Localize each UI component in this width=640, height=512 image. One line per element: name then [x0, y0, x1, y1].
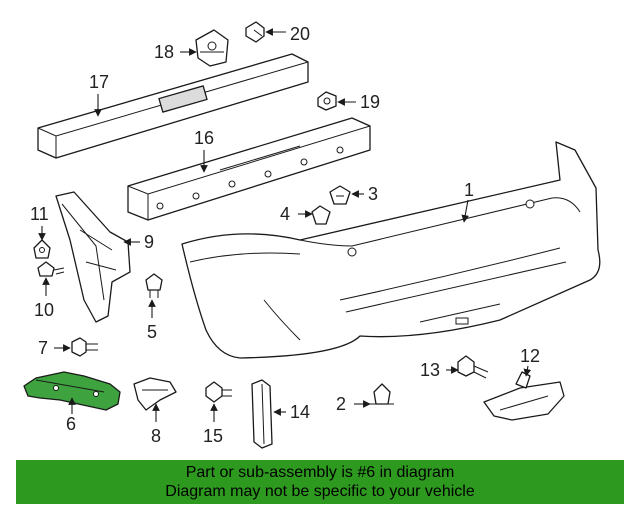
callout-7: 7 [38, 338, 48, 358]
part-10-screw[interactable] [37, 261, 65, 277]
callout-17: 17 [89, 72, 109, 92]
part-5-screw[interactable] [145, 273, 163, 298]
part-12-reflector-lamp[interactable] [483, 371, 565, 421]
callout-5: 5 [147, 322, 157, 342]
info-banner: Part or sub-assembly is #6 in diagram Di… [16, 460, 624, 504]
part-1-bumper-cover[interactable] [181, 141, 601, 359]
part-16-reinforcement[interactable] [127, 117, 371, 221]
banner-line-2: Diagram may not be specific to your vehi… [165, 483, 475, 500]
callout-4: 4 [280, 204, 290, 224]
part-18-bracket[interactable] [195, 29, 229, 67]
part-13-bolt[interactable] [457, 355, 489, 379]
callout-19: 19 [360, 92, 380, 112]
callout-1: 1 [464, 180, 474, 200]
banner-line-1: Part or sub-assembly is #6 in diagram [185, 464, 455, 481]
callout-20: 20 [290, 24, 310, 44]
part-4-clip[interactable] [311, 205, 331, 225]
part-20-bolt[interactable] [245, 21, 265, 43]
callout-8: 8 [151, 426, 161, 446]
callout-16: 16 [194, 128, 214, 148]
callout-13: 13 [420, 360, 440, 380]
callout-18: 18 [154, 42, 174, 62]
part-15-bolt[interactable] [205, 381, 232, 403]
callout-10: 10 [34, 300, 54, 320]
callout-11: 11 [30, 204, 49, 224]
part-17-reinforcement[interactable] [37, 53, 309, 159]
callout-15: 15 [203, 426, 223, 446]
callout-9: 9 [144, 232, 154, 252]
callout-2: 2 [336, 394, 346, 414]
callout-14: 14 [290, 402, 310, 422]
part-6-bracket-highlighted[interactable] [23, 371, 121, 411]
callout-12: 12 [520, 346, 540, 366]
callout-6: 6 [66, 414, 76, 434]
part-11-clip[interactable] [33, 239, 51, 259]
part-14-reflector[interactable] [251, 379, 273, 449]
part-3-clip[interactable] [329, 185, 351, 205]
part-9-side-bracket[interactable] [55, 191, 131, 323]
leader-lines [38, 28, 532, 422]
callout-3: 3 [368, 184, 378, 204]
part-8-bracket[interactable] [133, 377, 177, 411]
part-2-fastener[interactable] [370, 383, 394, 405]
part-19-nut[interactable] [317, 91, 337, 111]
part-7-bolt[interactable] [71, 337, 98, 357]
